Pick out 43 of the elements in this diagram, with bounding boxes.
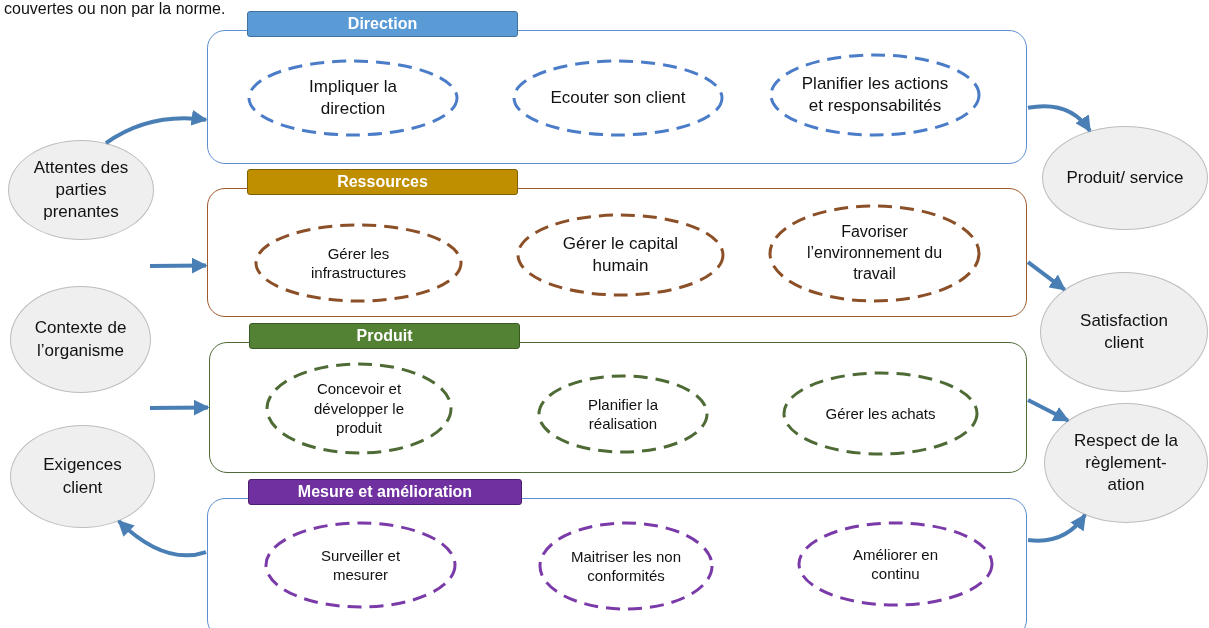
dashed-ellipse (254, 223, 463, 303)
arrow (1026, 260, 1066, 292)
dashed-ellipse (797, 521, 994, 607)
ellipse-label: Favoriser l’environnement du travail (805, 222, 944, 284)
dashed-ellipse (264, 521, 457, 609)
dashed-ellipse (516, 213, 725, 297)
ellipse-label: Impliquer la direction (308, 75, 398, 120)
arrow (150, 399, 210, 416)
ellipse-label: Gérer les achats (825, 403, 936, 424)
arrow (1027, 398, 1070, 423)
arrow (1027, 513, 1087, 543)
ellipse-label: Surveiller et mesurer (319, 545, 402, 585)
ellipse-label: Contexte de l’organisme (33, 317, 128, 362)
dashed-ellipse (247, 59, 459, 137)
dashed-ellipse (265, 362, 453, 455)
ellipse-label: Produit/ service (1066, 166, 1184, 189)
dashed-ellipse (512, 59, 724, 137)
ellipse-label: Respect de la règlement- ation (1073, 429, 1179, 497)
section-heading: Produit (249, 323, 520, 349)
ellipse-label: Maitriser les non conformités (569, 546, 682, 586)
ellipse-label: Attentes des parties prenantes (32, 156, 130, 224)
note-text: couvertes ou non par la norme. (4, 0, 226, 18)
ellipse-label: Satisfaction client (1079, 309, 1169, 354)
ellipse-label: Gérer les infrastructures (309, 243, 407, 283)
ellipse-label: Exigences client (42, 454, 123, 499)
arrow (149, 257, 208, 274)
arrow (104, 110, 208, 145)
dashed-ellipse (768, 204, 981, 303)
arrow (117, 519, 207, 558)
dashed-ellipse (782, 371, 979, 456)
ellipse-label: Ecouter son client (550, 86, 686, 109)
dashed-ellipse (538, 521, 714, 611)
section-heading: Direction (247, 11, 518, 37)
section-heading: Ressources (247, 169, 518, 195)
ellipse-label: Concevoir et développer le produit (312, 379, 406, 438)
section-heading: Mesure et amélioration (248, 479, 522, 505)
ellipse-label: Planifier la réalisation (586, 394, 659, 434)
ellipse-label: Planifier les actions et responsabilités (800, 72, 950, 117)
ellipse-label: Gérer le capital humain (561, 232, 680, 277)
dashed-ellipse (537, 374, 709, 454)
dashed-ellipse (769, 53, 981, 137)
arrow (1027, 104, 1092, 133)
ellipse-label: Améliorer en continu (851, 544, 939, 584)
